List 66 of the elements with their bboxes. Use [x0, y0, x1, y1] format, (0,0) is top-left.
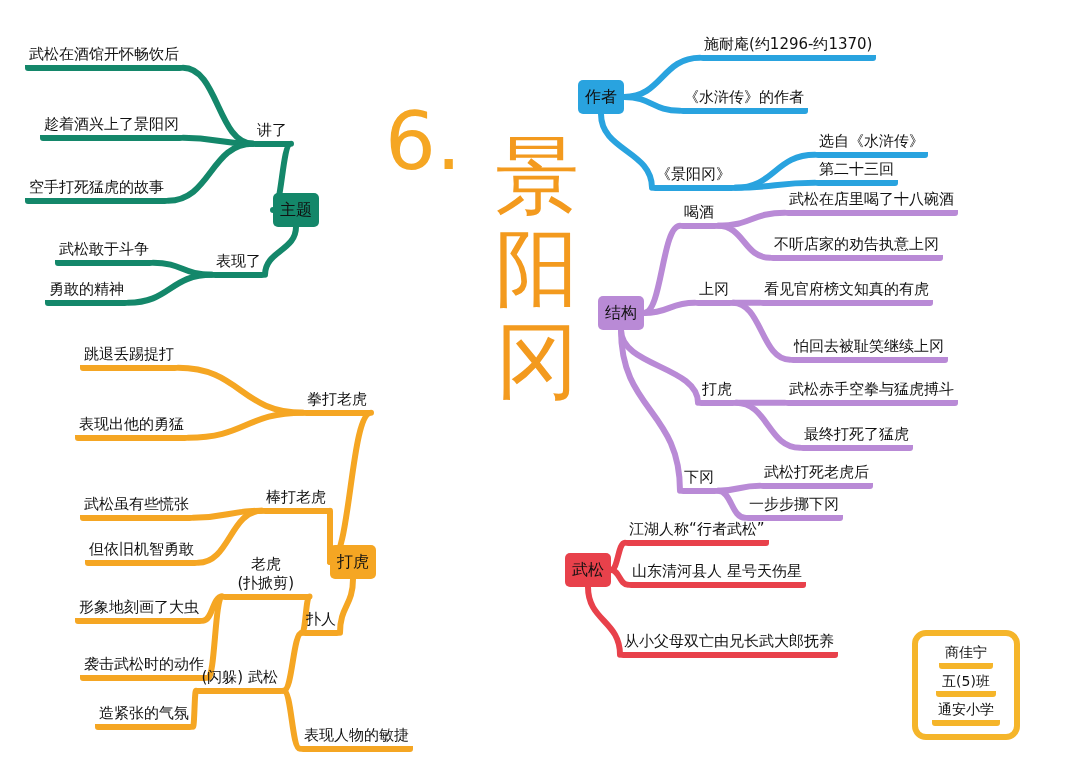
branch-text: 武松打死老虎后	[760, 463, 873, 489]
branch-text: 《景阳冈》	[652, 165, 735, 191]
branch-line	[715, 487, 748, 521]
branch-text: 看见官府榜文知真的有虎	[760, 280, 933, 306]
topic-box: 武松	[565, 553, 611, 587]
branch-text: 武松在店里喝了十八碗酒	[785, 190, 958, 216]
branch-text: 勇敢的精神	[45, 280, 128, 306]
branch-text: 最终打死了猛虎	[800, 425, 913, 451]
topic-box: 打虎	[330, 545, 376, 579]
branch-line	[585, 584, 623, 658]
branch-line	[195, 507, 265, 566]
branch-line	[733, 399, 803, 451]
branch-line	[337, 576, 356, 636]
branch-line	[205, 593, 225, 681]
branch-text: 棒打老虎	[262, 488, 330, 514]
branch-text: 武松在酒馆开怀畅饮后	[25, 45, 183, 71]
branch-text: 趁着酒兴上了景阳冈	[40, 115, 183, 141]
branch-text: 喝酒	[680, 203, 718, 229]
branch-text: 武松虽有些慌张	[80, 495, 193, 521]
branch-text: 老虎 (扑掀剪)	[222, 555, 310, 600]
branch-line	[618, 327, 683, 494]
branch-text: 武松敢于斗争	[55, 240, 153, 266]
branch-text: 不听店家的劝告执意上冈	[770, 235, 943, 261]
card-text: 五(5)班	[936, 672, 996, 697]
branch-text: 打虎	[698, 380, 736, 406]
branch-text: 空手打死猛虎的故事	[25, 178, 168, 204]
branch-text: 武松赤手空拳与猛虎搏斗	[785, 380, 958, 406]
title-text: 景阳冈	[495, 130, 579, 408]
branch-text: 表现出他的勇猛	[75, 415, 188, 441]
name-card	[912, 630, 1020, 740]
branch-line	[730, 299, 793, 363]
branch-line	[327, 507, 333, 565]
branch-text: 拳打老虎	[303, 390, 371, 416]
branch-text: 跳退丢踢提打	[80, 345, 178, 371]
chapter-number: 6.	[385, 95, 462, 188]
branch-line	[125, 271, 215, 306]
card-text: 商佳宁	[939, 644, 993, 669]
branch-text: 江湖人称“行者武松”	[625, 520, 769, 546]
branch-text: 上冈	[695, 280, 733, 306]
branch-text: 一步步挪下冈	[745, 495, 843, 521]
branch-line	[185, 409, 306, 441]
topic-box: 结构	[598, 296, 644, 330]
branch-line	[165, 140, 256, 204]
branch-text: 造紧张的气氛	[95, 704, 193, 730]
branch-text: 《水浒传》的作者	[680, 88, 808, 114]
branch-text: 从小父母双亡由兄长武大郎抚养	[620, 632, 838, 658]
branch-line	[715, 222, 773, 261]
branch-line	[190, 687, 199, 730]
branch-line	[598, 111, 655, 191]
branch-text: 表现了	[212, 252, 265, 278]
branch-text: 施耐庵(约1296-约1370)	[700, 35, 877, 61]
branch-text: 山东清河县人 星号天伤星	[628, 562, 806, 588]
topic-box: 主题	[273, 193, 319, 227]
branch-text: 下冈	[680, 468, 718, 494]
branch-line	[732, 179, 818, 191]
branch-text: 第二十三回	[815, 160, 898, 186]
branch-line	[262, 224, 299, 278]
branch-text: 怕回去被耻笑继续上冈	[790, 337, 948, 363]
branch-line	[270, 140, 294, 213]
branch-text: 但依旧机智勇敢	[85, 540, 198, 566]
topic-box: 作者	[578, 80, 624, 114]
branch-text: 讲了	[253, 121, 291, 147]
branch-text: 选自《水浒传》	[815, 132, 928, 158]
branch-text: 表现人物的敏捷	[300, 726, 413, 752]
card-text: 通安小学	[932, 701, 1000, 726]
branch-text: 形象地刻画了大虫	[75, 598, 203, 624]
